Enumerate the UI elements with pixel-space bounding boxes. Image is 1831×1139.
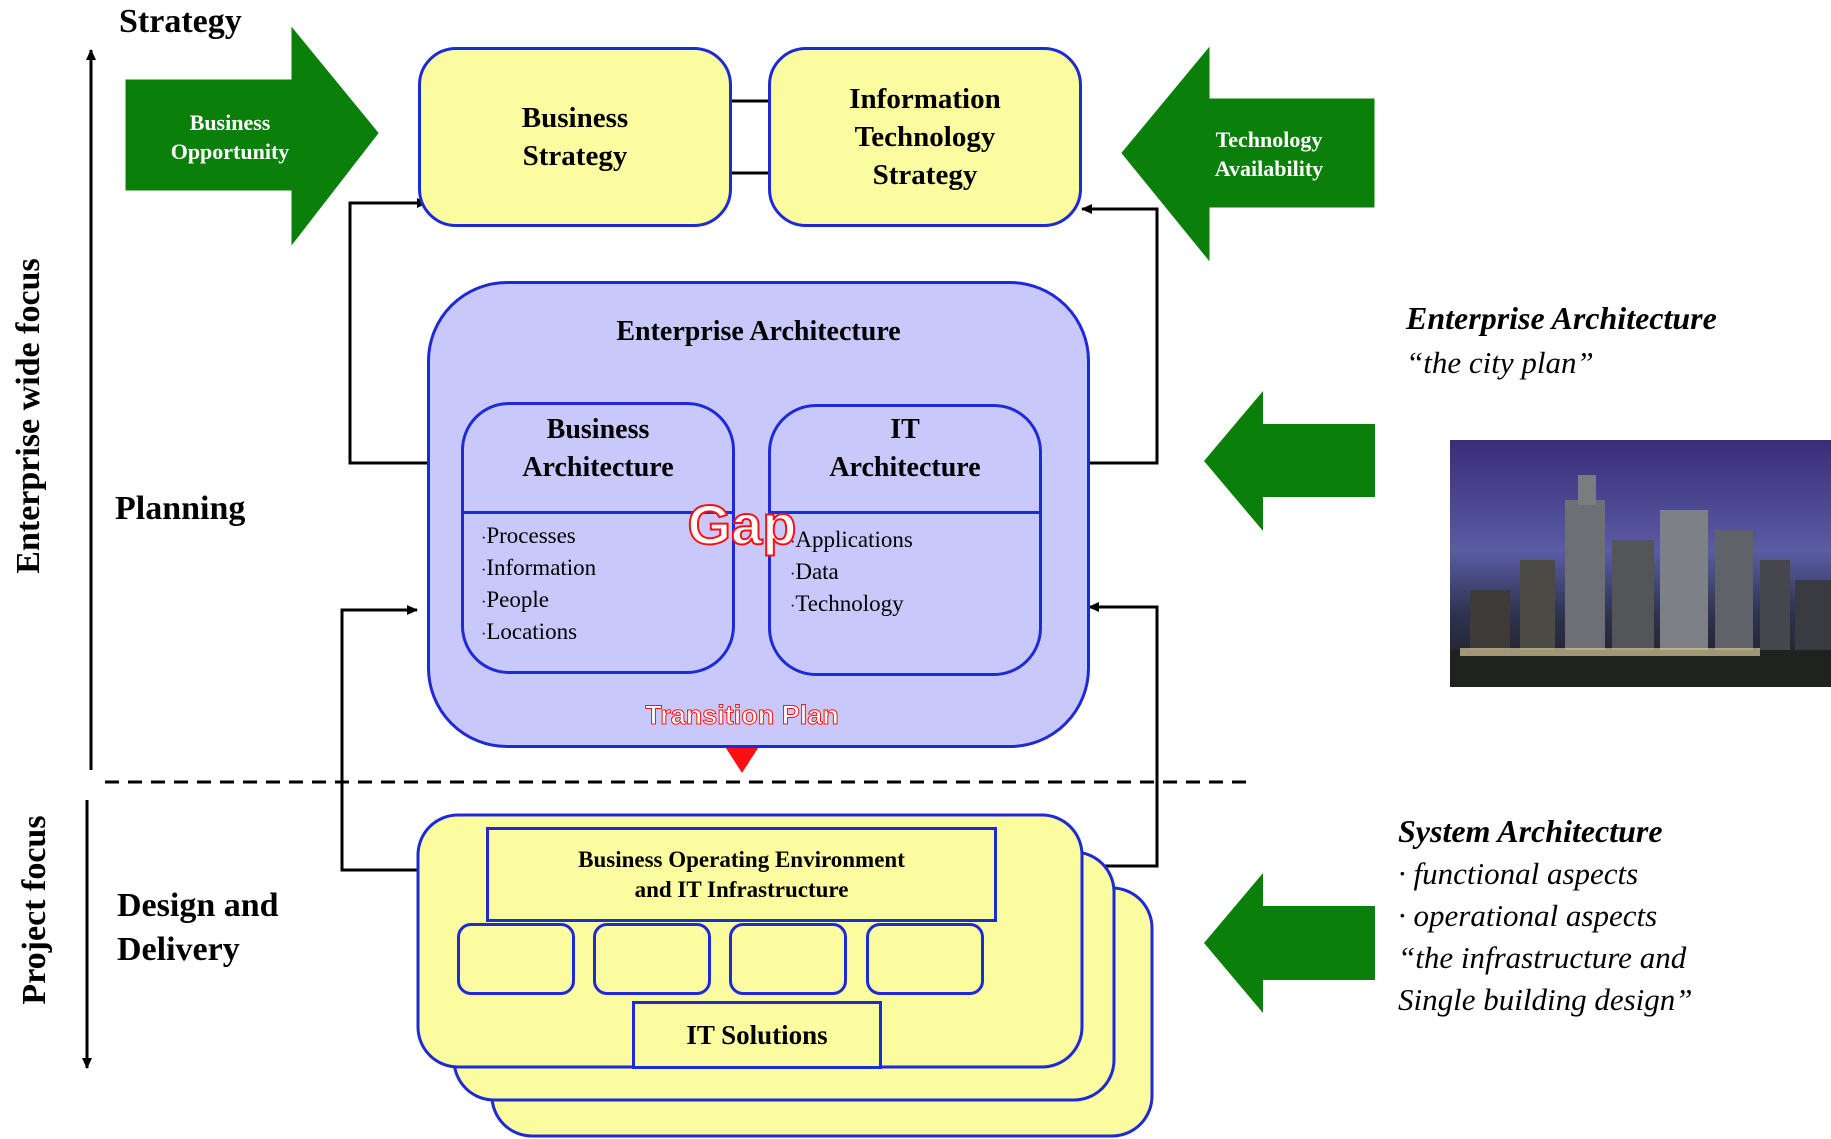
it-architecture-title: IT Architecture [829, 414, 981, 483]
city-skyline-photo [1450, 440, 1831, 687]
sa-note-line-4: Single building design” [1398, 982, 1693, 1017]
it-item-data: Data [790, 557, 913, 589]
it-architecture-items: Applications Data Technology [790, 525, 913, 621]
component-box-4 [866, 923, 984, 995]
business-item-processes: Processes [481, 521, 596, 553]
enterprise-architecture-title: Enterprise Architecture [616, 316, 901, 347]
business-strategy-box: Business Strategy [418, 47, 732, 227]
business-item-people: People [481, 585, 596, 617]
business-architecture-divider [461, 511, 735, 514]
it-solutions-box: IT Solutions [632, 1001, 882, 1069]
component-box-3 [729, 923, 847, 995]
planning-level-label: Planning [115, 490, 246, 527]
business-item-locations: Locations [481, 617, 596, 649]
delivery-to-ea-left-connector [340, 605, 418, 872]
sa-note-line-2: · operational aspects [1398, 898, 1658, 933]
ea-note-title: Enterprise Architecture [1406, 300, 1717, 336]
ea-to-it-strategy-connector [1081, 204, 1159, 465]
transition-plan-label: Transition Plan [645, 700, 840, 731]
it-item-applications: Applications [790, 525, 913, 557]
strategy-level-label: Strategy [119, 3, 242, 40]
technology-availability-label: Technology Availability [1214, 127, 1324, 181]
transition-arrow-head [724, 745, 760, 773]
business-architecture-box [461, 402, 735, 674]
project-focus-label: Project focus [16, 815, 53, 1005]
technology-availability-arrow [1121, 46, 1375, 262]
business-item-information: Information [481, 553, 596, 585]
sa-note-line-1: · functional aspects [1398, 856, 1639, 891]
operating-environment-box: Business Operating Environment and IT In… [486, 827, 997, 922]
component-box-2 [593, 923, 711, 995]
design-delivery-level-label: Design and Delivery [117, 887, 279, 968]
it-architecture-divider [768, 511, 1042, 514]
sa-note-line-3: “the infrastructure and [1398, 940, 1687, 975]
enterprise-architecture-arrow [1204, 391, 1375, 531]
it-item-technology: Technology [790, 589, 913, 621]
sa-note-title: System Architecture [1398, 813, 1663, 849]
business-opportunity-arrow [125, 26, 379, 246]
system-architecture-arrow [1204, 873, 1375, 1013]
business-architecture-title: Business Architecture [522, 414, 674, 483]
gap-label: Gap [687, 492, 798, 557]
enterprise-architecture-box [427, 281, 1090, 748]
business-architecture-items: Processes Information People Locations [481, 521, 596, 649]
delivery-to-ea-right-connector [1080, 602, 1159, 868]
ea-to-business-strategy-connector [348, 198, 428, 465]
it-strategy-box: Information Technology Strategy [768, 47, 1082, 227]
business-opportunity-label: Business Opportunity [170, 110, 290, 164]
it-architecture-box [768, 404, 1042, 676]
ea-note-subtitle: “the city plan” [1406, 345, 1594, 380]
enterprise-focus-label: Enterprise wide focus [10, 258, 47, 574]
component-box-1 [457, 923, 575, 995]
